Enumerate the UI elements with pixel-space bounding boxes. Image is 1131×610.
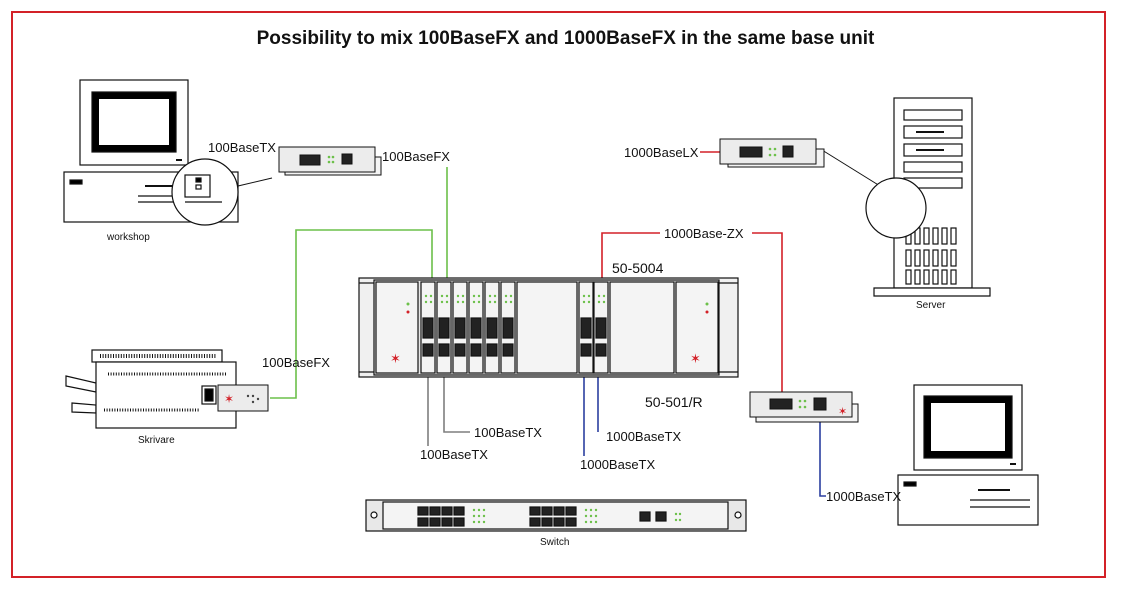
chassis-status-leds <box>424 294 606 304</box>
label-gig-tx-b: 1000BaseTX <box>606 429 681 444</box>
card-100fx-2 <box>436 281 452 374</box>
workshop-pc <box>63 79 239 226</box>
label-sw-tx-a: 100BaseTX <box>420 447 488 462</box>
label-ws-fx: 100BaseFX <box>382 149 450 164</box>
label-lx: 1000BaseLX <box>624 145 699 160</box>
label-printer-fx: 100BaseFX <box>262 355 330 370</box>
card-100fx-4 <box>468 281 484 374</box>
media-converter-zx: ✶ <box>749 391 859 423</box>
diagram-title: Possibility to mix 100BaseFX and 1000Bas… <box>256 28 875 49</box>
copper-pc-gig <box>819 410 826 497</box>
printer <box>65 349 237 429</box>
svg-text:✶: ✶ <box>390 351 401 366</box>
card-1000-1 <box>578 281 594 374</box>
label-gig-tx-a: 1000BaseTX <box>580 457 655 472</box>
switch-ports-group-b <box>529 506 577 527</box>
workshop-label: workshop <box>106 232 150 243</box>
printer-label: Skrivare <box>138 435 175 446</box>
label-zx: 1000Base-ZX <box>664 226 744 241</box>
copper-chassis-to-switch-b <box>443 360 470 433</box>
callout-line-server <box>821 149 881 187</box>
switch-gig-ports <box>639 511 667 522</box>
media-converter-workshop <box>278 146 382 176</box>
card-100fx-1 <box>420 281 436 374</box>
switch-leds <box>472 508 682 524</box>
blank-panel-a <box>516 281 578 374</box>
workshop-screen-inner <box>99 99 169 145</box>
svg-text:✶: ✶ <box>224 392 234 406</box>
module-model-label: 50-501/R <box>645 394 703 410</box>
psu-left <box>375 281 419 374</box>
right-pc <box>897 384 1039 526</box>
fiber-zx-to-converter <box>752 232 783 396</box>
svg-text:✶: ✶ <box>838 406 847 418</box>
chassis-model-label: 50-5004 <box>612 260 664 276</box>
svg-text:✶: ✶ <box>690 351 701 366</box>
media-converter-printer: ✶ <box>217 384 269 412</box>
server <box>865 97 991 297</box>
label-sw-tx-b: 100BaseTX <box>474 425 542 440</box>
psu-right <box>675 281 719 374</box>
switch-label: Switch <box>540 537 569 548</box>
card-100fx-6 <box>500 281 516 374</box>
switch <box>365 499 747 532</box>
diagram-frame <box>11 11 1106 578</box>
server-vents <box>905 227 957 285</box>
blank-panel-b <box>609 281 675 374</box>
chassis: ✶ ✶ <box>358 277 739 378</box>
fiber-printer-to-chassis <box>270 229 433 399</box>
label-ws-tx: 100BaseTX <box>208 140 276 155</box>
server-label: Server <box>916 300 946 311</box>
card-100fx-5 <box>484 281 500 374</box>
callout-line-workshop <box>237 177 273 187</box>
media-converter-lx <box>719 138 825 168</box>
card-100fx-3 <box>452 281 468 374</box>
server-zoom-circle <box>865 177 927 239</box>
card-1000-2 <box>593 281 609 374</box>
label-pc-gig-tx: 1000BaseTX <box>826 489 901 504</box>
switch-ports-group-a <box>417 506 465 527</box>
